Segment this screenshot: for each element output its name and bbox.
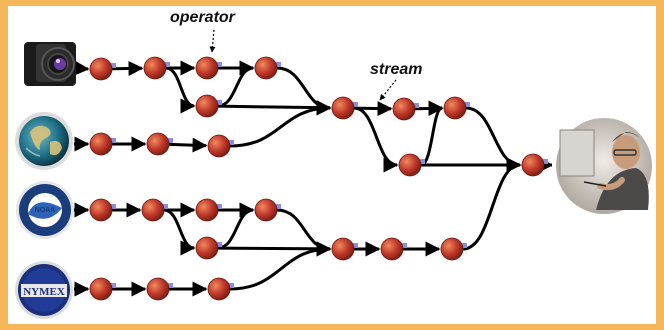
noaa-logo-icon xyxy=(16,181,74,239)
operator-node xyxy=(380,237,404,261)
operator-node xyxy=(254,198,278,222)
port xyxy=(111,204,116,209)
ports xyxy=(111,62,548,288)
operator-pointer-arrow xyxy=(209,29,216,53)
operator-node xyxy=(195,198,219,222)
port xyxy=(217,100,222,105)
port xyxy=(465,102,470,107)
port xyxy=(217,62,222,67)
operator-node xyxy=(443,96,467,120)
stream-edge xyxy=(353,106,399,173)
operator-node xyxy=(440,237,464,261)
edges xyxy=(71,60,554,297)
stream-edge xyxy=(165,66,196,114)
globe-icon xyxy=(15,112,73,170)
port xyxy=(276,204,281,209)
stream-edge xyxy=(111,60,144,76)
stream-edge xyxy=(168,137,208,153)
port xyxy=(276,62,281,67)
port xyxy=(353,102,358,107)
port xyxy=(420,159,425,164)
port xyxy=(217,204,222,209)
stream-edge xyxy=(229,100,332,148)
operator-node xyxy=(331,237,355,261)
stream-edge xyxy=(465,106,522,173)
port xyxy=(414,103,419,108)
operator-node xyxy=(146,277,170,301)
operator-node xyxy=(207,277,231,301)
nymex-logo-text: NYMEX xyxy=(23,286,65,298)
operator-node xyxy=(89,57,113,81)
noaa-logo-text: NOAA xyxy=(35,207,56,214)
operator-nodes xyxy=(89,56,545,301)
stream-edge xyxy=(420,100,444,167)
port xyxy=(229,140,234,145)
operator-node xyxy=(195,94,219,118)
port xyxy=(402,243,407,248)
port xyxy=(111,63,116,68)
operator-node xyxy=(89,277,113,301)
stream-edge xyxy=(414,101,444,117)
stream-label: stream xyxy=(370,61,423,78)
stream-edge xyxy=(217,202,255,250)
operator-node xyxy=(89,198,113,222)
port xyxy=(168,138,173,143)
operator-node xyxy=(207,134,231,158)
operator-label: operator xyxy=(170,9,235,26)
camera-icon xyxy=(24,42,76,86)
operator-node xyxy=(398,153,422,177)
port xyxy=(353,243,358,248)
stream-edge xyxy=(229,241,332,291)
operator-node xyxy=(89,132,113,156)
operator-node xyxy=(143,56,167,80)
stream-edge xyxy=(217,100,332,116)
stream-edge xyxy=(217,241,332,257)
stream-edge xyxy=(462,157,522,251)
port xyxy=(462,243,467,248)
port xyxy=(543,159,548,164)
operator-node xyxy=(331,96,355,120)
port xyxy=(111,283,116,288)
operator-node xyxy=(141,198,165,222)
operator-node xyxy=(254,56,278,80)
stream-edge xyxy=(276,208,332,257)
operator-node xyxy=(392,97,416,121)
operator-node xyxy=(195,56,219,80)
operator-node xyxy=(146,132,170,156)
port xyxy=(163,204,168,209)
operator-node xyxy=(521,153,545,177)
port xyxy=(165,62,170,67)
port xyxy=(217,242,222,247)
port xyxy=(168,283,173,288)
stream-edge xyxy=(276,66,332,116)
stream-pointer-arrow xyxy=(379,79,397,101)
stream-edge xyxy=(217,60,255,108)
operator-node xyxy=(195,236,219,260)
nymex-logo-icon xyxy=(15,261,73,319)
port xyxy=(111,138,116,143)
person-at-computer-icon xyxy=(552,114,656,218)
port xyxy=(229,283,234,288)
stream-edge xyxy=(163,208,196,256)
